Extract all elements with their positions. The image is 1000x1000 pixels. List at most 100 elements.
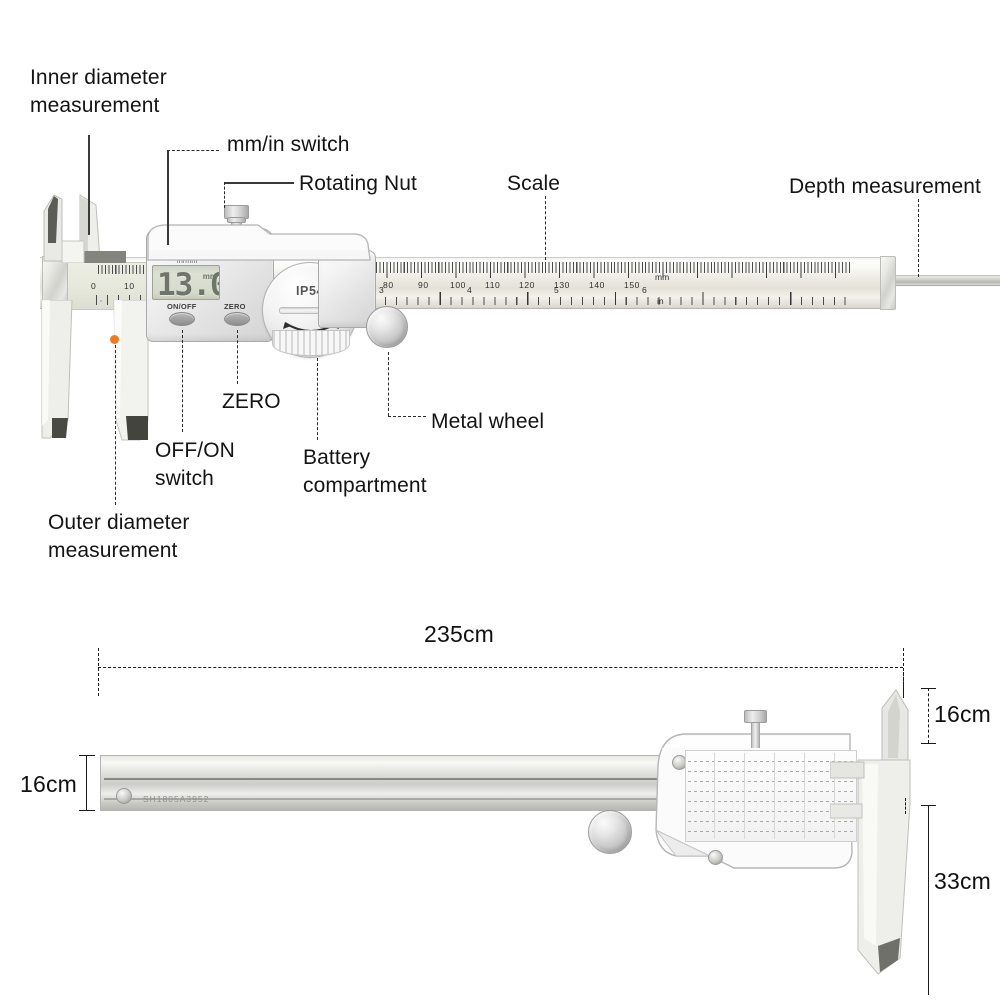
leader-rotating-nut-v <box>224 182 225 208</box>
leader-off-on-switch <box>182 330 183 432</box>
zero-button[interactable] <box>224 312 250 326</box>
leader-metal-wheel-v <box>388 352 389 416</box>
annotation-outer-diameter: Outer diameter measurement <box>48 511 190 563</box>
dimension-tick-lower-jaw-top <box>921 805 936 806</box>
table-rule <box>688 831 854 832</box>
dimension-line-beam-height <box>86 755 87 810</box>
leader-scale <box>545 196 546 260</box>
dimension-label-overall-length: 235cm <box>424 621 495 647</box>
rear-beam <box>100 755 700 811</box>
on-off-button-caption: ON/OFF <box>167 302 197 311</box>
scale-mm-unit-label: mm <box>655 272 670 282</box>
top-caliper-figure: 80 90 100 110 120 130 140 150 mm 3 4 5 6… <box>30 66 1000 563</box>
scale-in-tick-6: 6 <box>642 285 648 295</box>
rear-metal-wheel-visible[interactable] <box>588 810 632 854</box>
table-divider <box>714 753 715 839</box>
beam-end-cap <box>880 256 896 310</box>
annotation-scale: Scale <box>507 172 561 195</box>
leader-zero <box>237 330 238 384</box>
scale-in-major-ticks <box>352 292 852 305</box>
dimension-line-upper-jaw <box>928 688 929 743</box>
moving-outer-jaw <box>100 300 102 302</box>
measurement-unit: mm <box>202 272 217 281</box>
scale-in-tick-3: 3 <box>379 285 385 295</box>
dimension-label-beam-height: 16cm <box>20 771 78 797</box>
scale-mm-tick-140: 140 <box>589 280 605 290</box>
bottom-caliper-figure: 235cm 16cm SH1805A3952 <box>0 600 1000 1000</box>
ip-rating-label: IP54 <box>295 284 325 298</box>
dimension-line-lower-jaw <box>928 805 929 995</box>
scale-in-tick-5: 5 <box>554 285 560 295</box>
scale-mm-tick-100: 100 <box>450 280 466 290</box>
dimension-ext-left-overall <box>98 648 99 696</box>
dimension-label-lower-jaw: 33cm <box>934 868 992 894</box>
moving-jaw-blade <box>113 300 149 441</box>
annotation-zero: ZERO <box>222 390 281 413</box>
table-rule <box>688 791 854 792</box>
rotating-nut-flange <box>227 217 246 223</box>
fixed-jaw-blade <box>41 300 73 439</box>
display-mode-label: in/mm <box>177 258 198 265</box>
dimension-tick-beam-top <box>79 755 95 756</box>
annotation-mm-in-switch: mm/in switch <box>227 133 350 156</box>
scale-mm-tick-110: 110 <box>485 280 501 290</box>
scale-mm-tick-80: 80 <box>383 280 394 290</box>
dimension-tick-upper-jaw-top <box>921 688 936 689</box>
dimension-ext-upper-jaw <box>903 672 904 698</box>
leader-inner-diameter <box>88 135 90 235</box>
scale-mm-tick-130: 130 <box>554 280 570 290</box>
outer-diameter-marker-dot <box>110 335 119 344</box>
dimension-tick-upper-jaw-bottom <box>921 743 936 744</box>
rear-beam-groove-lower <box>104 798 696 800</box>
dimension-ext-lower-jaw <box>905 798 906 814</box>
scale-mm-tick-150: 150 <box>624 280 640 290</box>
scale-mm-tick-120: 120 <box>519 280 535 290</box>
scale-mm-major-ticks <box>352 262 852 278</box>
table-rule <box>688 801 854 802</box>
measurement-value: 13.07 <box>157 267 219 300</box>
leader-mm-in-switch-v <box>167 150 169 245</box>
rear-jaws <box>830 689 911 975</box>
leader-battery-compartment <box>317 358 318 440</box>
beam-end-rivet <box>116 788 132 804</box>
rear-lock-screw[interactable] <box>744 710 767 723</box>
serial-number: SH1805A3952 <box>143 794 210 804</box>
annotation-battery-compartment: Battery compartment <box>303 446 427 498</box>
metal-wheel[interactable] <box>366 306 408 348</box>
scale-in-tick-4: 4 <box>467 285 473 295</box>
dimension-tick-beam-bottom <box>79 810 95 811</box>
annotation-metal-wheel: Metal wheel <box>431 410 545 433</box>
vernier-tick-10: 10 <box>124 281 135 291</box>
annotation-rotating-nut: Rotating Nut <box>299 172 417 195</box>
zero-button-caption: ZERO <box>224 302 246 311</box>
on-off-button[interactable] <box>169 312 195 326</box>
table-divider <box>774 753 775 839</box>
vernier-tick-0: 0 <box>91 281 97 291</box>
rear-beam-groove-upper <box>104 778 696 780</box>
inner-diameter-jaws <box>43 194 126 263</box>
slider-top-shell <box>147 224 371 261</box>
table-rule <box>688 811 854 812</box>
depth-measurement-rod <box>893 275 1000 286</box>
scale-in-unit-label: in <box>657 296 664 306</box>
table-rule <box>688 821 854 822</box>
leader-outer-diameter <box>115 345 116 505</box>
table-divider <box>804 753 805 839</box>
leader-depth-measurement <box>918 199 919 277</box>
vernier-minor-ticks <box>98 265 160 274</box>
battery-cap-knurling <box>272 330 350 356</box>
conversion-table-sticker <box>685 750 857 842</box>
table-divider <box>834 753 835 839</box>
scale-mm-tick-90: 90 <box>418 280 429 290</box>
table-rule <box>688 761 854 762</box>
leader-mm-in-switch-h <box>167 150 219 151</box>
table-divider <box>744 753 745 839</box>
lcd-screen: 13.07 mm <box>152 265 220 300</box>
head-rivet-lower <box>708 850 723 865</box>
slider-shell <box>318 250 376 328</box>
table-rule <box>688 781 854 782</box>
table-rule <box>688 771 854 772</box>
annotation-off-on-switch: OFF/ON switch <box>155 439 235 491</box>
rear-lock-screw-stem <box>751 720 760 748</box>
